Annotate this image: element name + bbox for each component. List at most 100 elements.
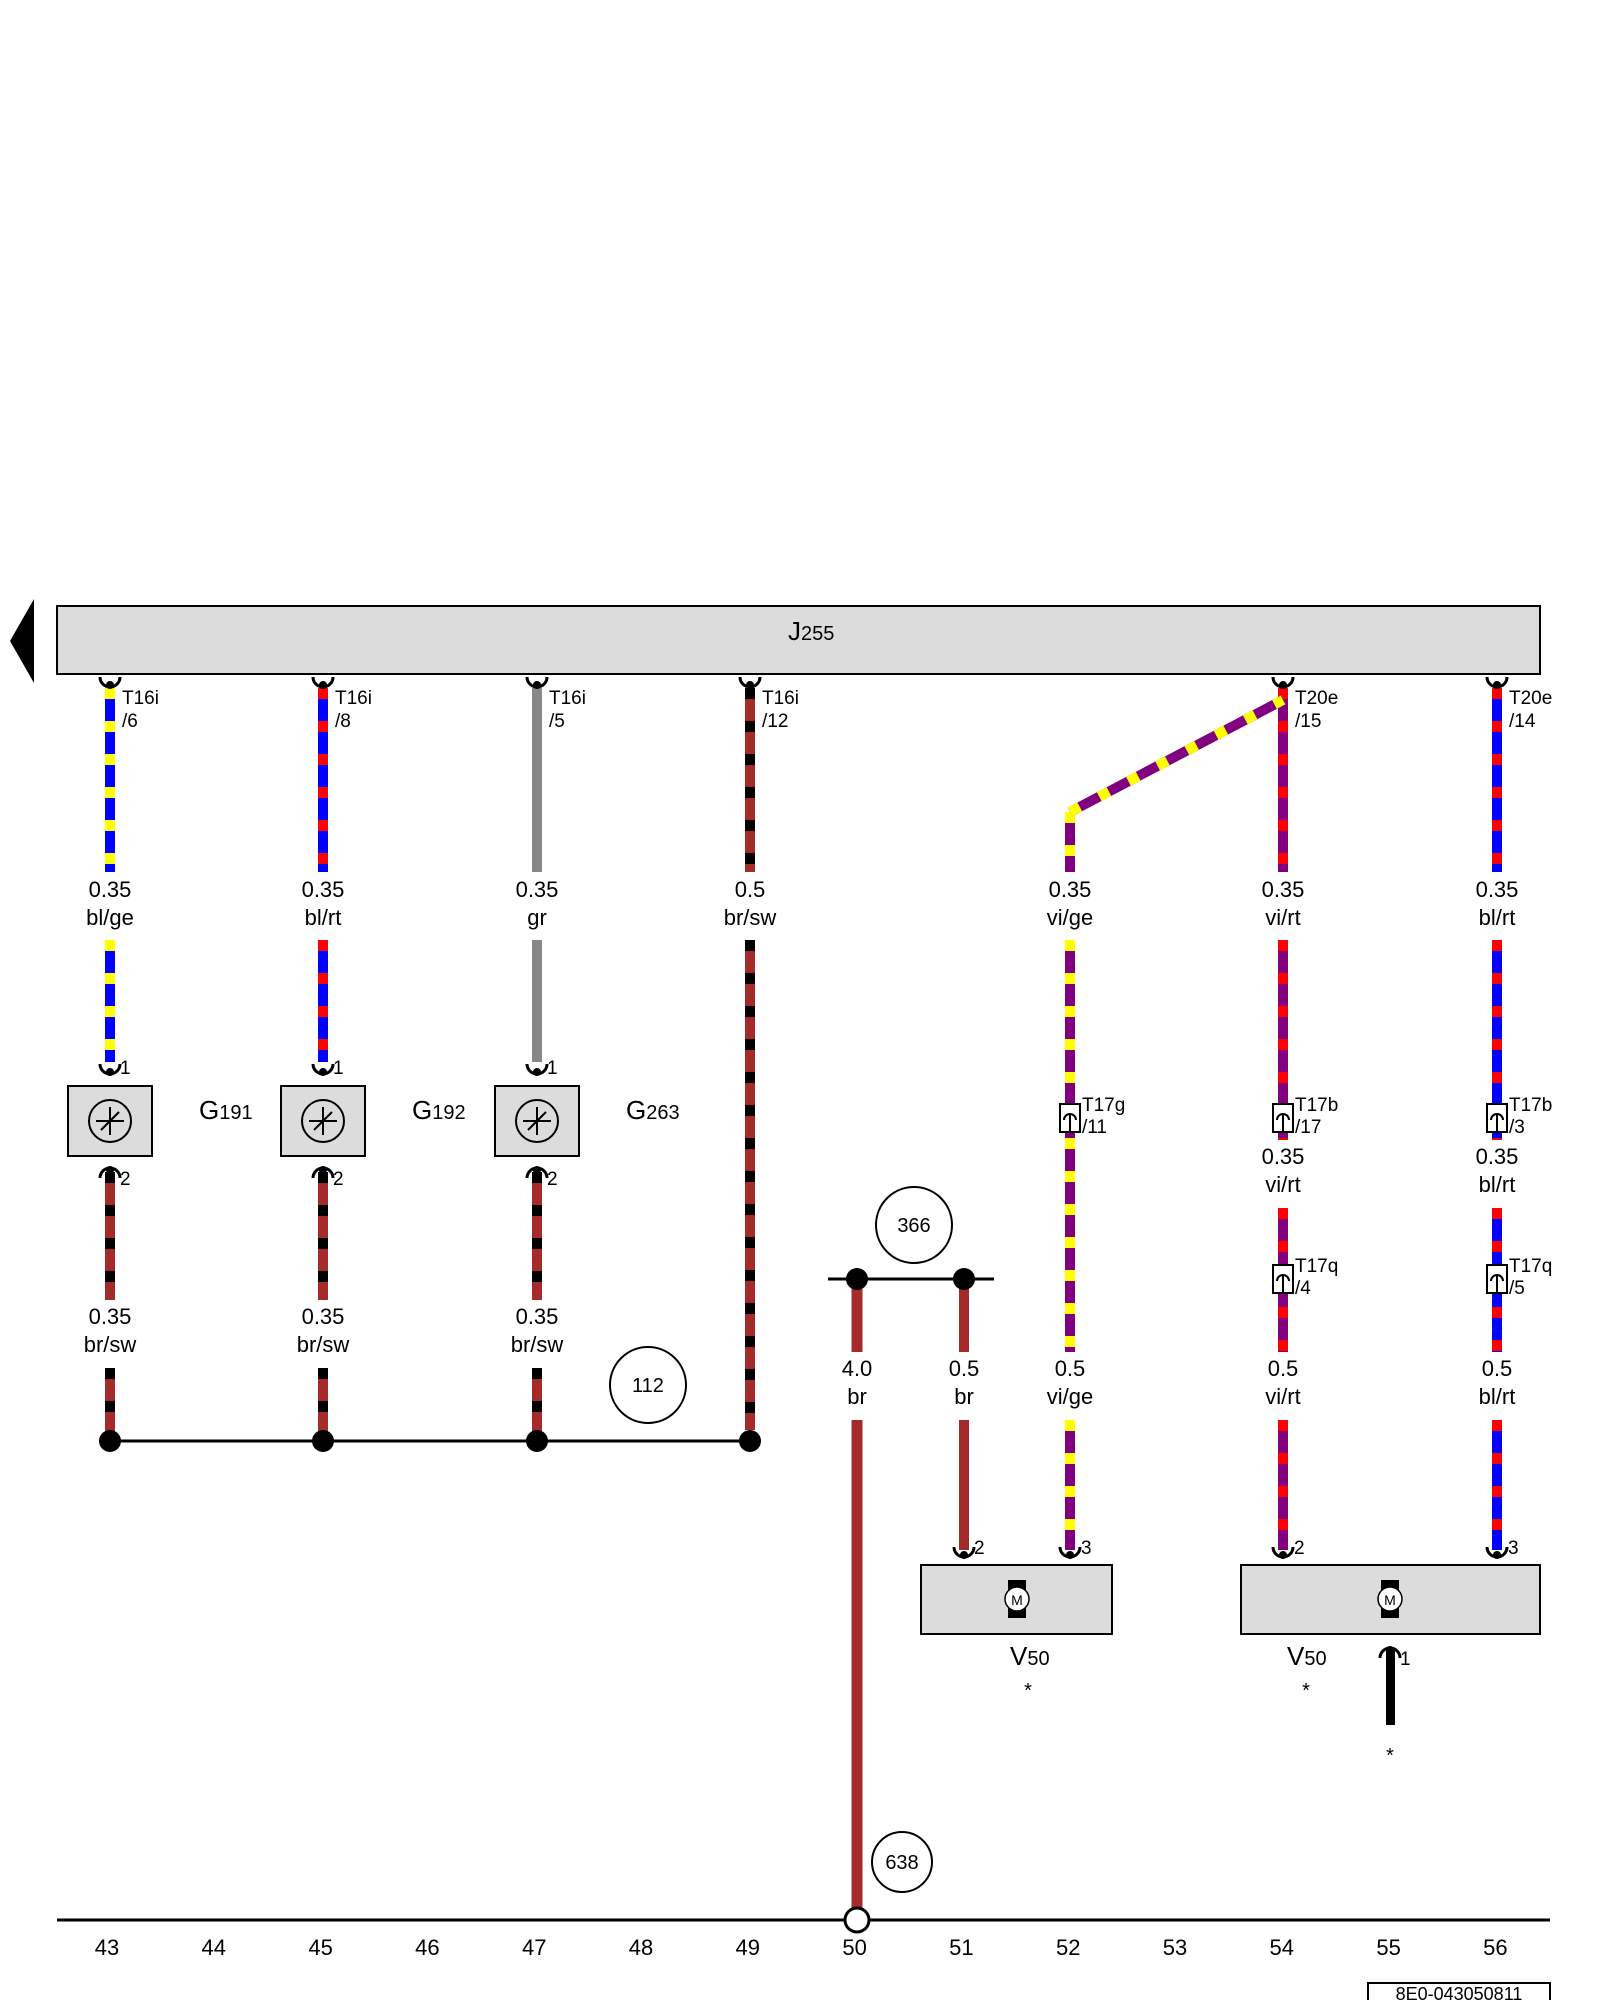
- wire-size: 0.35: [1262, 1144, 1305, 1169]
- terminal-dot: [1493, 681, 1501, 689]
- connector-label: T16i: [549, 688, 586, 709]
- connector-label: T17q: [1509, 1256, 1552, 1277]
- ground-note: *: [1386, 1745, 1394, 1767]
- column-number: 43: [95, 1935, 119, 1960]
- junction-dot: [953, 1268, 975, 1290]
- terminal-dot: [533, 1166, 541, 1174]
- connector-label: T20e: [1509, 688, 1552, 709]
- connector-pin: /5: [549, 711, 565, 732]
- column-number: 53: [1163, 1935, 1187, 1960]
- connector-pin: /8: [335, 711, 351, 732]
- label-backing: [1245, 1352, 1321, 1412]
- connector-pin: /14: [1509, 711, 1536, 732]
- wire-size: 0.5: [735, 877, 766, 902]
- sensor-label: G192: [412, 1095, 466, 1125]
- pin-bottom: 2: [333, 1169, 344, 1190]
- junction-dot: [99, 1430, 121, 1452]
- terminal-dot: [319, 1166, 327, 1174]
- terminal-dot: [319, 1068, 327, 1076]
- wire-size: 0.35: [89, 1304, 132, 1329]
- wire-size: 0.5: [1482, 1356, 1513, 1381]
- pin-a: 2: [974, 1538, 985, 1559]
- wire-size: 0.35: [302, 877, 345, 902]
- connector-pin: /12: [762, 711, 788, 732]
- wire-color: br/sw: [724, 905, 777, 930]
- wire-color: br/sw: [297, 1332, 350, 1357]
- wire-color: vi/ge: [1047, 905, 1093, 930]
- column-number: 56: [1483, 1935, 1507, 1960]
- label-backing: [285, 873, 361, 933]
- label-backing: [1245, 873, 1321, 933]
- connector-pin: /3: [1509, 1117, 1525, 1138]
- motor-v50-right: M V50 * 2 3 1 *: [1240, 1538, 1541, 1767]
- pin-top: 1: [120, 1058, 131, 1079]
- connector-label: T17q: [1295, 1256, 1338, 1277]
- terminal-dot: [1279, 681, 1287, 689]
- connector-pin: /15: [1295, 711, 1321, 732]
- wire-color: vi/rt: [1265, 1172, 1300, 1197]
- connector-pin: /6: [122, 711, 138, 732]
- wire-size: 0.35: [1476, 877, 1519, 902]
- wire-color: vi/ge: [1047, 1384, 1093, 1409]
- sensor-g191: G191 1 2: [67, 1058, 253, 1190]
- wire-color: br/sw: [84, 1332, 137, 1357]
- pin-b: 3: [1508, 1538, 1519, 1559]
- terminal-dot: [746, 681, 754, 689]
- column-number: 52: [1056, 1935, 1080, 1960]
- terminal-dot: [533, 681, 541, 689]
- connector-label: T17b: [1295, 1095, 1338, 1116]
- terminal-dot: [106, 1166, 114, 1174]
- wire-stripe: [1067, 695, 1286, 817]
- svg-text:366: 366: [897, 1215, 930, 1237]
- column-number: 46: [415, 1935, 439, 1960]
- sensor-label: G263: [626, 1095, 680, 1125]
- label-backing: [72, 873, 148, 933]
- label-backing: [926, 1352, 1002, 1412]
- column-number: 51: [949, 1935, 973, 1960]
- column-number: 49: [736, 1935, 760, 1960]
- motor-icon: M: [1004, 1580, 1030, 1618]
- motor-v50-left: M V50 * 2 3: [920, 1538, 1113, 1702]
- control-unit-box: [56, 605, 1541, 675]
- wire-color: vi/rt: [1265, 1384, 1300, 1409]
- reference-112: 112: [609, 1346, 687, 1424]
- svg-text:M: M: [1384, 1592, 1396, 1608]
- motor-note: *: [1302, 1680, 1310, 1702]
- sensor-icon: [88, 1099, 132, 1143]
- connector-label: T17g: [1082, 1095, 1125, 1116]
- svg-text:638: 638: [885, 1852, 918, 1874]
- connector-pin: /5: [1509, 1278, 1525, 1299]
- wire-size: 0.35: [516, 1304, 559, 1329]
- wire-size: 0.35: [1049, 877, 1092, 902]
- label-backing: [1459, 1352, 1535, 1412]
- label-backing: [72, 1300, 148, 1360]
- terminal-dot: [1493, 1551, 1501, 1559]
- wire-size: 0.35: [89, 877, 132, 902]
- pin-a: 2: [1294, 1538, 1305, 1559]
- terminal-dot: [106, 1068, 114, 1076]
- continuation-arrow-icon: [10, 599, 34, 683]
- column-number: 47: [522, 1935, 546, 1960]
- wire-size: 4.0: [842, 1356, 873, 1381]
- control-unit-j255: J255: [10, 599, 1541, 683]
- control-unit-label: J255: [788, 616, 834, 646]
- wire-color: bl/rt: [1479, 1172, 1516, 1197]
- label-backing: [499, 1300, 575, 1360]
- reference-366: 366: [875, 1186, 953, 1264]
- terminal-dot: [960, 1551, 968, 1559]
- document-id: 8E0-043050811: [1367, 1982, 1551, 2000]
- wire-size: 0.35: [516, 877, 559, 902]
- wire-color: gr: [527, 905, 547, 930]
- label-backing: [1459, 873, 1535, 933]
- ground-wire: [1386, 1650, 1395, 1725]
- pin-top: 1: [333, 1058, 344, 1079]
- motor-note: *: [1024, 1680, 1032, 1702]
- wire-size: 0.35: [302, 1304, 345, 1329]
- wire-color: bl/rt: [1479, 905, 1516, 930]
- wire-color: vi/rt: [1265, 905, 1300, 930]
- connector-label: T17b: [1509, 1095, 1552, 1116]
- pin-c: 1: [1400, 1649, 1411, 1670]
- column-number: 55: [1376, 1935, 1400, 1960]
- terminal-dot: [1066, 1551, 1074, 1559]
